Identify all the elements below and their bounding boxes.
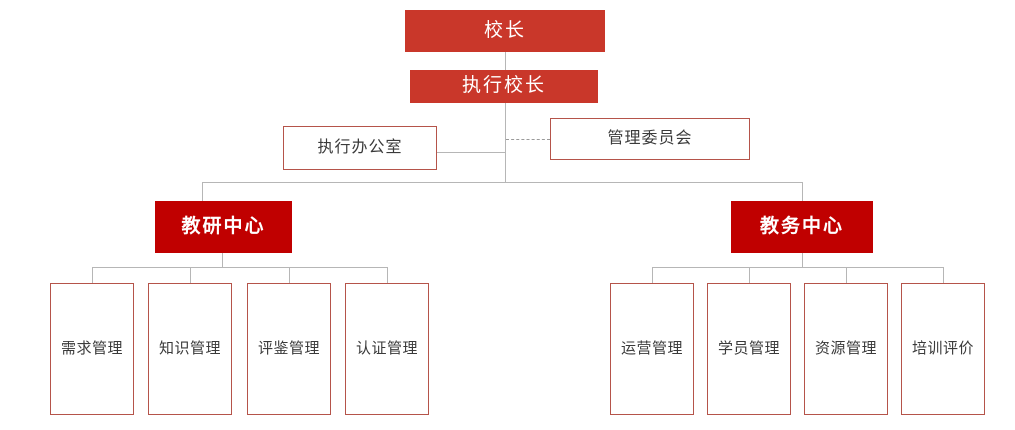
node-executive-principal[interactable]: 执行校长 xyxy=(410,70,598,103)
node-management-committee[interactable]: 管理委员会 xyxy=(550,118,750,160)
connector-right-group-bracket xyxy=(652,267,943,268)
connector-office-to-trunk xyxy=(437,152,505,153)
node-evaluation-management[interactable]: 评鉴管理 xyxy=(247,283,331,415)
node-student-management[interactable]: 学员管理 xyxy=(707,283,791,415)
node-teaching-research-center[interactable]: 教研中心 xyxy=(155,201,292,253)
connector-jiaoyan-stem xyxy=(222,253,223,267)
connector-right-drop-1 xyxy=(652,267,653,283)
connector-right-drop-2 xyxy=(749,267,750,283)
connector-left-group-bracket xyxy=(92,267,387,268)
connector-level4-bracket xyxy=(202,182,803,183)
connector-right-drop-4 xyxy=(943,267,944,283)
connector-drop-to-jiaoyan xyxy=(202,182,203,201)
node-academic-affairs-center[interactable]: 教务中心 xyxy=(731,201,873,253)
connector-trunk-to-committee-dashed xyxy=(506,139,550,140)
connector-drop-to-jiaowu xyxy=(802,182,803,201)
connector-left-drop-1 xyxy=(92,267,93,283)
node-certification-management[interactable]: 认证管理 xyxy=(345,283,429,415)
connector-principal-to-exec xyxy=(505,52,506,70)
connector-left-drop-3 xyxy=(289,267,290,283)
node-knowledge-management[interactable]: 知识管理 xyxy=(148,283,232,415)
node-operations-management[interactable]: 运营管理 xyxy=(610,283,694,415)
node-executive-office[interactable]: 执行办公室 xyxy=(283,126,437,170)
connector-right-drop-3 xyxy=(846,267,847,283)
node-demand-management[interactable]: 需求管理 xyxy=(50,283,134,415)
node-principal[interactable]: 校长 xyxy=(405,10,605,52)
node-resource-management[interactable]: 资源管理 xyxy=(804,283,888,415)
node-training-evaluation[interactable]: 培训评价 xyxy=(901,283,985,415)
connector-jiaowu-stem xyxy=(802,253,803,267)
connector-left-drop-4 xyxy=(387,267,388,283)
connector-exec-trunk xyxy=(505,103,506,182)
connector-left-drop-2 xyxy=(190,267,191,283)
